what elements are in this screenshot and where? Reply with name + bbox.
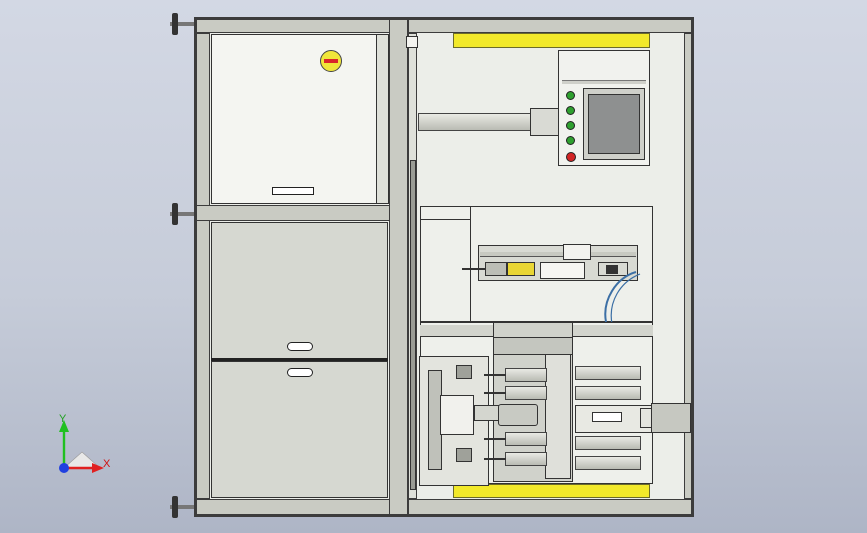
drawer-upper[interactable] — [211, 222, 388, 359]
center-column — [389, 19, 408, 515]
bottom-beam-right — [408, 499, 692, 515]
slide-rail-stripe — [480, 252, 636, 257]
gripper-detail-1 — [456, 365, 472, 379]
hmi-touch-screen[interactable] — [583, 88, 645, 160]
vertical-actuator — [545, 354, 571, 479]
end-block — [651, 403, 691, 433]
nozzle-rod-1 — [505, 368, 547, 382]
start-button-4[interactable] — [566, 136, 575, 145]
gripper-tool — [498, 404, 538, 426]
gripper-detail-2 — [456, 448, 472, 462]
mount-block-upper — [493, 337, 573, 355]
blue-cable — [604, 271, 641, 325]
bottom-beam-left — [196, 499, 390, 515]
leveling-foot-mid — [172, 203, 178, 225]
hmi-arm-joint — [530, 108, 560, 136]
upper-door-panel[interactable] — [211, 34, 377, 204]
right-post — [684, 33, 692, 499]
nozzle-pin-3 — [484, 438, 506, 440]
drawer-lower-handle-slot — [287, 368, 313, 377]
axis-x-label: X — [103, 458, 111, 470]
leveling-foot-top-stem — [170, 22, 194, 26]
right-cylinder-2 — [575, 386, 641, 400]
right-cylinder-1 — [575, 366, 641, 380]
stop-button[interactable] — [566, 152, 576, 162]
mid-beam-left — [196, 205, 390, 221]
inner-compartment-wall — [470, 206, 653, 322]
upper-door-edge — [376, 34, 389, 204]
light-curtain-top — [453, 33, 650, 48]
drawer-lower[interactable] — [211, 361, 388, 498]
left-post — [196, 33, 210, 499]
end-block-collar — [640, 408, 652, 428]
drawer-upper-handle[interactable] — [287, 342, 313, 351]
start-button-2[interactable] — [566, 106, 575, 115]
start-button-1[interactable] — [566, 91, 575, 100]
top-beam-left — [196, 19, 390, 33]
bracket-top — [406, 36, 418, 48]
nozzle-pin-4 — [484, 458, 506, 460]
drawer-divider — [211, 358, 388, 361]
light-curtain-bottom — [453, 484, 650, 498]
door-handle-slot[interactable] — [272, 187, 314, 195]
nozzle-pin-1 — [484, 374, 506, 376]
nozzle-rod-2 — [505, 386, 547, 400]
leveling-foot-top — [172, 13, 178, 35]
nozzle-pin-2 — [484, 392, 506, 394]
door-lock-icon[interactable] — [320, 50, 342, 72]
right-cylinder-4 — [575, 456, 641, 470]
drawer-upper-handle-slot — [287, 342, 313, 351]
hmi-screen-display[interactable] — [588, 94, 640, 154]
gripper-core — [440, 395, 474, 435]
cylinder-end-cap — [485, 262, 507, 276]
right-cylinder-center-detail — [592, 412, 622, 422]
door-lock-slot — [324, 59, 338, 63]
leveling-foot-mid-stem — [170, 212, 194, 216]
right-cylinder-3 — [575, 436, 641, 450]
axis-y-label: Y — [59, 413, 67, 425]
top-beam-right — [408, 19, 692, 33]
nozzle-rod-3 — [505, 432, 547, 446]
axis-triad — [59, 420, 104, 473]
hmi-panel-header — [562, 80, 646, 84]
leveling-foot-bottom — [172, 496, 178, 518]
cylinder-right-block — [606, 265, 618, 274]
center-rail — [410, 160, 416, 490]
nozzle-rod-4 — [505, 452, 547, 466]
cylinder-body — [540, 262, 585, 279]
cylinder-yellow — [507, 262, 535, 276]
leveling-foot-bottom-stem — [170, 505, 194, 509]
drawer-lower-handle[interactable] — [287, 368, 313, 377]
slide-block — [563, 244, 591, 260]
start-button-3[interactable] — [566, 121, 575, 130]
inner-compartment-divider — [420, 219, 470, 220]
